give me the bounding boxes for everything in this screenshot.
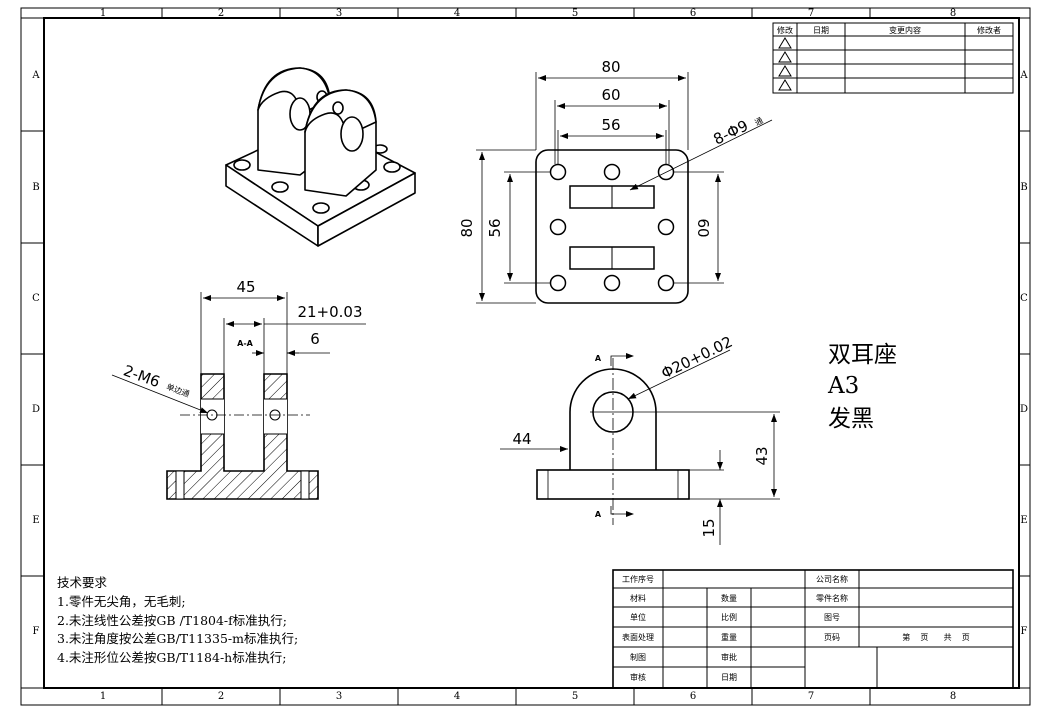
row-label: D (1020, 404, 1028, 415)
surface-finish: 发黑 (828, 406, 874, 432)
tb-approve: 审批 (721, 652, 737, 662)
part-name: 双耳座 (828, 342, 897, 368)
revision-triangle-icon (778, 37, 792, 49)
row-label: B (32, 182, 39, 193)
dim-top-60: 60 (601, 86, 620, 104)
col-label: 8 (950, 8, 956, 19)
col-label: 3 (336, 8, 342, 19)
tb-work-no: 工作序号 (622, 574, 654, 584)
tb-weight: 重量 (721, 632, 737, 642)
row-label: B (1020, 182, 1027, 193)
col-label: 1 (100, 691, 106, 702)
revision-triangle-icon (778, 65, 792, 77)
tb-surface: 表面处理 (622, 632, 654, 642)
row-label: A (31, 70, 40, 81)
front-view (500, 349, 780, 545)
dim-holes-callout: 8-Φ9 (711, 116, 752, 148)
part-info: 双耳座 A3 发黑 (827, 342, 897, 432)
top-view (476, 72, 773, 304)
tb-review: 审核 (630, 672, 646, 682)
technical-requirements: 技术要求 1.零件无尖角，无毛刺; 2.未注线性公差按GB /T1804-f标准… (57, 575, 298, 665)
row-label: C (32, 293, 40, 304)
dim-sec-45: 45 (236, 278, 255, 296)
requirements-title: 技术要求 (57, 575, 108, 590)
row-label: D (32, 404, 40, 415)
tb-page: 页码 (824, 633, 840, 642)
tb-drawn: 制图 (630, 652, 646, 662)
dim-right-60: 60 (694, 218, 712, 237)
revision-triangle-icon (778, 79, 792, 91)
dim-front-44: 44 (512, 430, 531, 448)
row-label: E (32, 515, 39, 526)
rev-header-author: 修改者 (977, 25, 1001, 35)
revision-table: 修改 日期 变更内容 修改者 (772, 22, 1014, 94)
section-mark-top: A (595, 354, 602, 363)
col-label: 6 (690, 691, 696, 702)
rev-header-change: 修改 (777, 25, 793, 35)
frame (20, 7, 1031, 706)
row-label: A (1019, 70, 1028, 81)
dim-front-bore: Φ20+0.02 (658, 333, 735, 383)
dim-sec-slot: 21+0.03 (297, 303, 362, 321)
requirement-item: 1.零件无尖角，无毛刺; (57, 594, 186, 609)
dim-top-56: 56 (601, 116, 620, 134)
col-label: 1 (100, 8, 106, 19)
col-label: 3 (336, 691, 342, 702)
isometric-view (225, 67, 416, 247)
front-view-dimensions: Φ20+0.02 43 44 15 A A (512, 333, 771, 538)
dim-holes-through: 通 (753, 115, 765, 127)
section-view-dimensions: 45 21+0.03 A-A 6 2-M6 单边通 (121, 278, 362, 399)
dim-sec-6: 6 (310, 330, 320, 348)
requirement-item: 3.未注角度按公差GB/T11335-m标准执行; (57, 631, 298, 646)
section-label: A-A (237, 339, 254, 348)
col-label: 6 (690, 8, 696, 19)
dim-left-56: 56 (486, 218, 504, 237)
tb-date: 日期 (721, 673, 737, 682)
rev-header-date: 日期 (813, 26, 829, 35)
col-label: 7 (808, 8, 814, 19)
dim-sec-thread-note: 单边通 (165, 381, 191, 399)
row-label: C (1020, 293, 1028, 304)
col-label: 5 (572, 691, 578, 702)
row-label: E (1020, 515, 1027, 526)
row-label: F (1021, 626, 1028, 637)
revision-triangle-icon (778, 51, 792, 63)
dim-top-80: 80 (601, 58, 620, 76)
top-view-dimensions: 80 60 56 80 56 60 8-Φ9 通 (458, 58, 764, 238)
grid-ticks (21, 8, 1030, 705)
dim-left-80: 80 (458, 218, 476, 237)
requirement-item: 4.未注形位公差按GB/T1184-h标准执行; (57, 650, 286, 665)
tb-company: 公司名称 (816, 574, 848, 584)
col-label: 7 (808, 691, 814, 702)
dim-front-15: 15 (700, 518, 718, 537)
tb-scale: 比例 (721, 612, 737, 622)
col-label: 2 (218, 8, 224, 19)
tb-part-name: 零件名称 (816, 593, 848, 603)
row-label: F (33, 626, 40, 637)
grid-labels: 1 2 3 4 5 6 7 8 1 2 3 4 5 6 7 8 A B C D … (31, 8, 1028, 702)
title-block: 工作序号 材料 数量 单位 比例 表面处理 重量 制图 审批 审核 日期 公司名… (612, 569, 1014, 689)
tb-page-text: 第 页 共 页 (902, 632, 970, 642)
tb-drawing-no: 图号 (824, 613, 840, 622)
tb-unit: 单位 (630, 612, 646, 622)
tb-material: 材料 (630, 593, 646, 603)
section-mark-bottom: A (595, 510, 602, 519)
col-label: 2 (218, 691, 224, 702)
col-label: 8 (950, 691, 956, 702)
section-view (111, 292, 366, 500)
col-label: 4 (454, 8, 460, 19)
dim-front-43: 43 (753, 446, 771, 465)
col-label: 5 (572, 8, 578, 19)
requirement-item: 2.未注线性公差按GB /T1804-f标准执行; (57, 613, 287, 628)
col-label: 4 (454, 691, 460, 702)
sheet-size: A3 (827, 373, 859, 399)
tb-qty: 数量 (721, 593, 737, 603)
rev-header-content: 变更内容 (889, 25, 921, 35)
